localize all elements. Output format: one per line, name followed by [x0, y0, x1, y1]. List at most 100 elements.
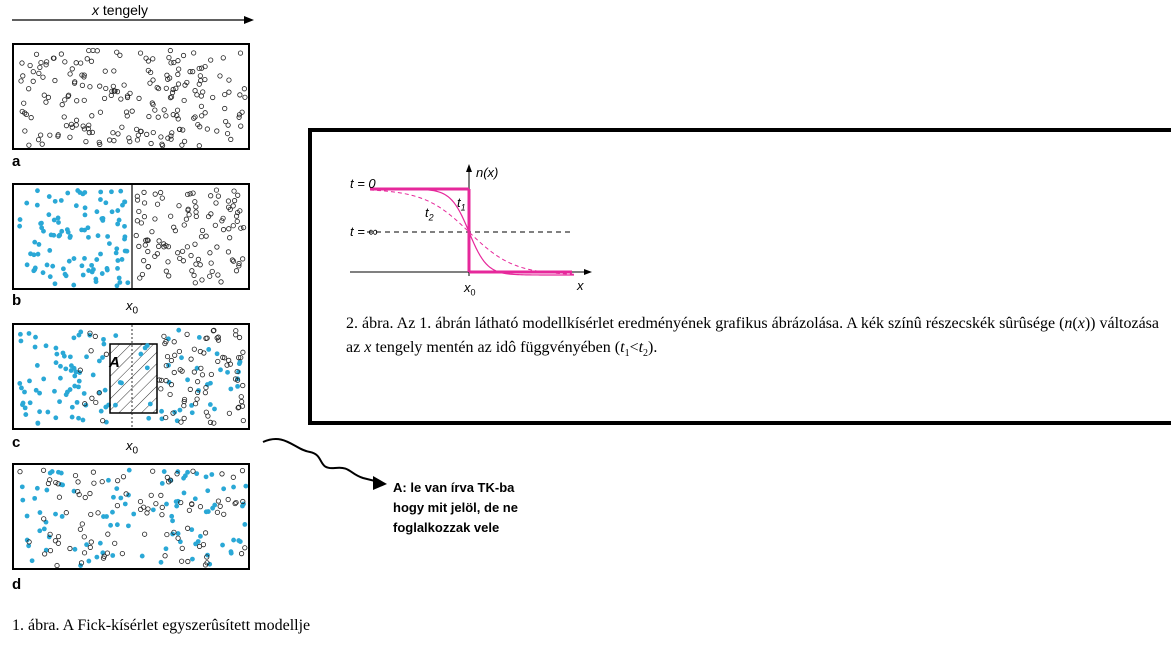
- blue-particle: [126, 467, 132, 473]
- open-particle: [239, 399, 245, 405]
- blue-particle: [37, 510, 43, 515]
- open-particle: [240, 256, 246, 262]
- blue-particle: [235, 383, 240, 389]
- open-particle: [192, 199, 198, 205]
- open-particle: [202, 76, 208, 83]
- open-particle: [36, 70, 42, 76]
- blue-particle: [46, 534, 52, 540]
- blue-particle: [173, 499, 179, 505]
- open-particle: [163, 85, 169, 91]
- open-particle: [202, 110, 208, 116]
- blue-particle: [82, 212, 88, 218]
- open-particle: [137, 498, 144, 505]
- blue-particle: [131, 511, 137, 517]
- open-particle: [21, 100, 27, 106]
- blue-particle: [142, 345, 148, 351]
- open-particle: [204, 126, 210, 132]
- open-particle: [145, 67, 151, 74]
- open-particle: [164, 531, 170, 538]
- blue-particle: [73, 369, 79, 375]
- open-particle: [236, 334, 243, 341]
- open-particle: [235, 405, 241, 411]
- blue-particle: [23, 412, 29, 417]
- open-particle: [200, 89, 206, 95]
- open-particle: [210, 94, 216, 101]
- open-particle: [97, 83, 103, 89]
- open-particle: [42, 551, 48, 557]
- blue-particle: [27, 378, 32, 384]
- open-particle: [202, 390, 208, 396]
- open-particle: [190, 69, 196, 75]
- blue-particle: [221, 486, 227, 492]
- blue-particle: [58, 363, 63, 369]
- blue-particle: [67, 354, 73, 360]
- blue-particle: [57, 232, 63, 238]
- open-particle: [220, 215, 226, 221]
- open-particle: [166, 479, 172, 485]
- blue-particle: [109, 189, 114, 195]
- blue-particle: [59, 514, 65, 519]
- blue-particle: [58, 375, 63, 381]
- open-particle: [37, 64, 43, 71]
- open-particle: [73, 60, 79, 66]
- blue-particle: [71, 335, 77, 341]
- open-particle: [186, 507, 192, 513]
- open-particle: [238, 551, 245, 557]
- blue-particle: [110, 509, 115, 515]
- open-particle: [214, 509, 221, 515]
- label-t1: t1: [457, 195, 466, 213]
- open-particle: [41, 92, 47, 98]
- open-particle: [193, 261, 199, 267]
- blue-particle: [195, 539, 201, 544]
- blue-particle: [102, 387, 108, 393]
- open-particle: [145, 248, 151, 255]
- blue-particle: [194, 365, 200, 371]
- blue-particle: [58, 470, 64, 476]
- blue-particle: [32, 344, 38, 350]
- open-particle: [171, 529, 177, 535]
- blue-particle: [165, 336, 171, 342]
- open-particle: [195, 389, 201, 395]
- blue-particle: [176, 327, 182, 333]
- blue-particle: [122, 501, 128, 507]
- open-particle: [193, 204, 199, 210]
- panel-b-particles: [17, 185, 247, 288]
- blue-particle: [26, 543, 32, 549]
- blue-particle: [52, 281, 58, 287]
- open-particle: [110, 130, 116, 136]
- open-particle: [45, 94, 52, 100]
- open-particle: [186, 212, 192, 218]
- series-t0: [370, 187, 572, 274]
- blue-particle: [210, 505, 216, 511]
- blue-particle: [32, 495, 38, 501]
- open-particle: [238, 123, 244, 129]
- blue-particle: [124, 248, 130, 254]
- open-particle: [97, 141, 103, 148]
- open-particle: [240, 498, 246, 505]
- blue-particle: [115, 208, 121, 213]
- open-particle: [181, 415, 187, 421]
- blue-particle: [26, 331, 32, 336]
- open-particle: [225, 122, 231, 128]
- blue-particle: [37, 528, 43, 534]
- open-particle: [99, 479, 105, 485]
- panel-b-label: b: [12, 292, 22, 309]
- open-particle: [150, 468, 156, 474]
- panel-a-particles: [18, 47, 248, 148]
- open-particle: [145, 506, 151, 512]
- blue-particle: [37, 409, 42, 415]
- density-graph: [350, 164, 592, 276]
- open-particle: [111, 68, 117, 74]
- panel-d-particles: [17, 467, 248, 568]
- open-particle: [214, 244, 220, 250]
- open-particle: [114, 49, 120, 55]
- open-particle: [171, 369, 177, 376]
- open-particle: [88, 348, 94, 354]
- figure-2-caption: 2. ábra. Az 1. ábrán látható modellkísér…: [346, 315, 1160, 360]
- open-particle: [233, 268, 240, 274]
- open-particle: [71, 80, 78, 86]
- open-particle: [231, 188, 237, 194]
- blue-particle: [20, 497, 26, 503]
- blue-particle: [115, 266, 120, 271]
- open-particle: [181, 138, 188, 144]
